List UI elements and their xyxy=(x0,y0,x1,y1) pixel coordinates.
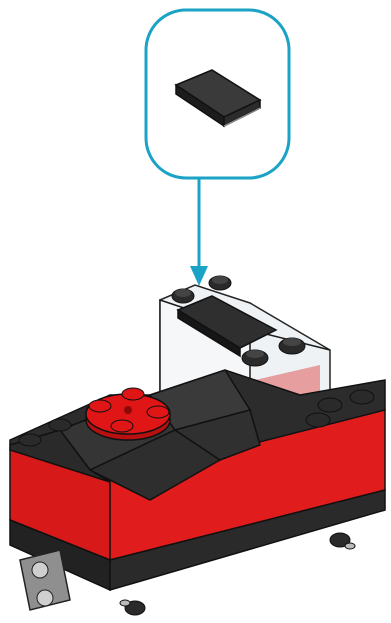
part-callout xyxy=(146,10,289,178)
hitch-coupler xyxy=(20,550,70,610)
lego-model xyxy=(10,276,385,615)
placement-arrow xyxy=(190,178,208,286)
